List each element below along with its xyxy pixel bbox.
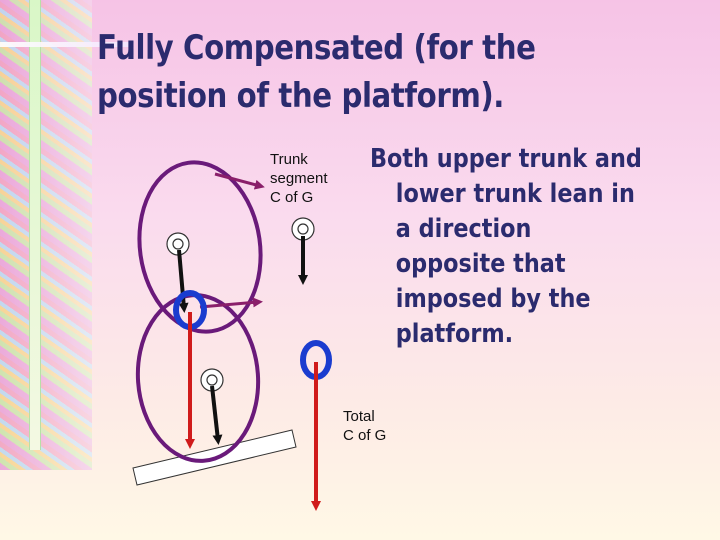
- body-line-1: Both upper trunk and: [370, 144, 642, 174]
- total-label-line-1: Total: [343, 408, 375, 425]
- body-line-5: imposed by the: [395, 284, 591, 314]
- slide-title: Fully Compensated (for the position of t…: [97, 24, 579, 120]
- body-line-4: opposite that: [395, 249, 566, 279]
- body-line-6: platform.: [395, 319, 514, 349]
- explanation-text: Both upper trunk and lower trunk lean in…: [370, 142, 654, 352]
- decorative-horizontal-line: [0, 42, 130, 47]
- title-line-1: Fully Compensated (for the: [97, 28, 536, 68]
- lower-segment-gravity-arrow: [210, 385, 223, 445]
- trunk-cog-label: Trunk segment C of G: [270, 150, 328, 207]
- decorative-side-pattern: [0, 0, 92, 470]
- trunk-label-line-3: C of G: [270, 189, 314, 206]
- upper-trunk-segment: [137, 160, 263, 334]
- trunk-label-pointer-upper: [214, 172, 265, 190]
- total-label-line-2: C of G: [343, 427, 387, 444]
- trunk-segment-cog-icon: [291, 217, 315, 241]
- lower-trunk-segment: [135, 293, 261, 463]
- trunk-label-pointer-lower: [199, 297, 263, 309]
- total-cog-label: Total C of G: [343, 407, 386, 445]
- decorative-vertical-bar: [29, 0, 41, 450]
- body-line-3: a direction: [395, 214, 532, 244]
- title-line-2: position of the platform).: [97, 76, 504, 116]
- trunk-label-line-2: segment: [270, 170, 328, 187]
- body-line-2: lower trunk lean in: [395, 179, 635, 209]
- upper-segment-cog-icon: [166, 232, 190, 256]
- trunk-label-line-1: Trunk: [270, 151, 308, 168]
